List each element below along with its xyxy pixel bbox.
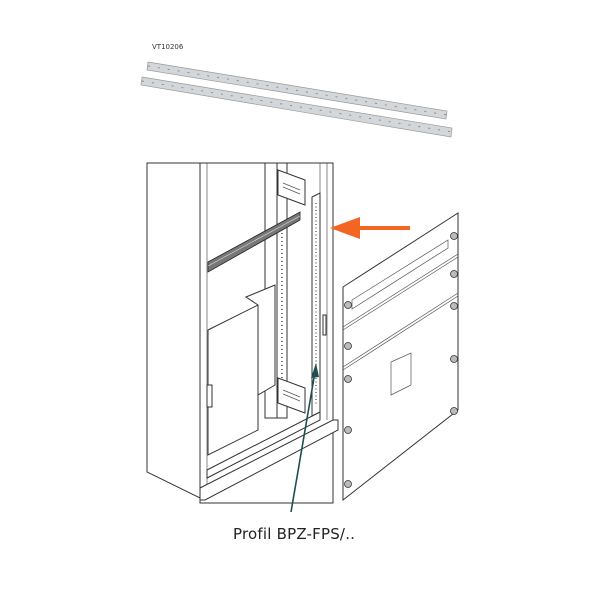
product-code: VT10206 (152, 43, 184, 51)
rail-top (146, 61, 448, 120)
front-panel (342, 212, 459, 502)
cabinet (146, 162, 339, 504)
callout-leader (290, 363, 319, 513)
rail-bottom (140, 76, 453, 138)
callout-label: Profil BPZ-FPS/.. (233, 525, 356, 543)
arrow-left-icon (330, 217, 410, 239)
panel-screws (344, 232, 458, 488)
